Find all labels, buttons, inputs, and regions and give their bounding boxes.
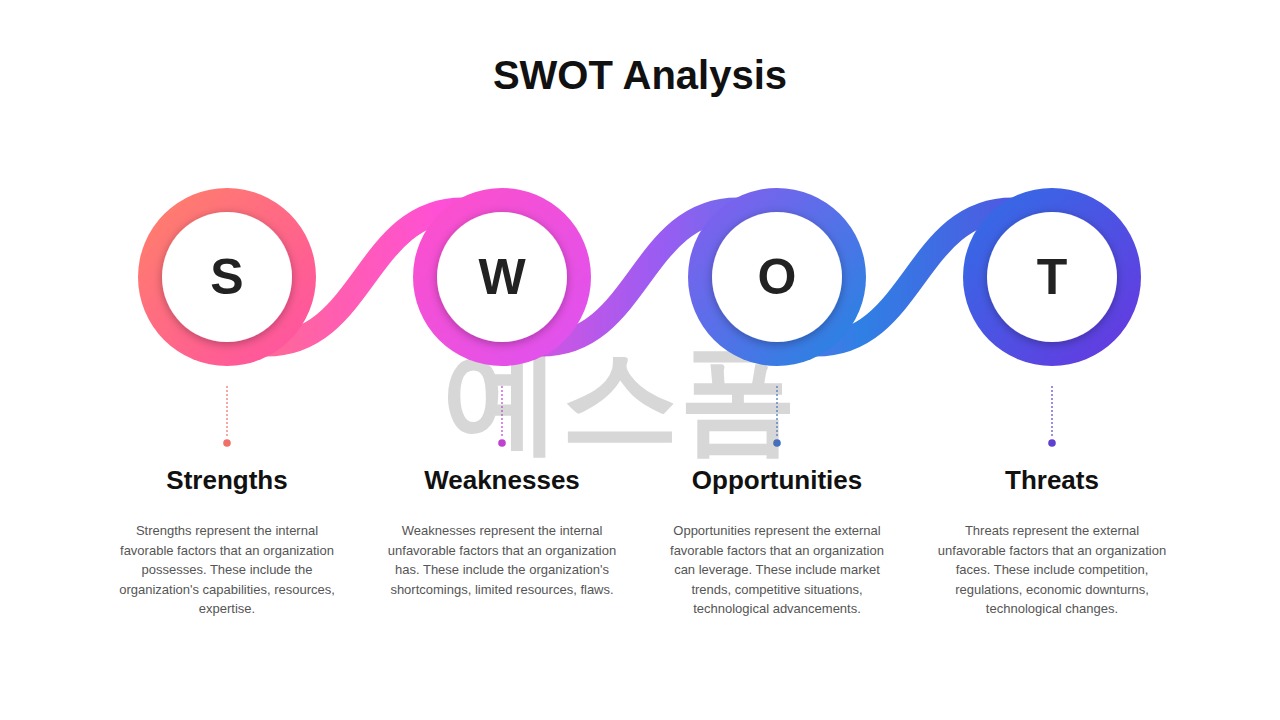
circle-letter: O <box>758 252 797 302</box>
section-description: Opportunities represent the external fav… <box>659 521 895 619</box>
section-heading: Opportunities <box>692 465 862 496</box>
circle-letter: T <box>1037 252 1068 302</box>
swot-circle: S <box>137 187 317 367</box>
leader-line <box>223 386 231 447</box>
circle-letter: S <box>210 252 243 302</box>
diagram-title: SWOT Analysis <box>493 53 787 98</box>
section-description: Threats represent the external unfavorab… <box>934 521 1170 619</box>
swot-circle: T <box>962 187 1142 367</box>
section-heading: Weaknesses <box>424 465 580 496</box>
section-heading: Strengths <box>166 465 287 496</box>
ribbon-connectors <box>266 209 1013 344</box>
leader-line <box>1048 386 1056 447</box>
section-heading: Threats <box>1005 465 1099 496</box>
section-description: Strengths represent the internal favorab… <box>109 521 345 619</box>
swot-circle: W <box>412 187 592 367</box>
swot-circle: O <box>687 187 867 367</box>
section-description: Weaknesses represent the internal unfavo… <box>384 521 620 599</box>
circle-letter: W <box>478 252 525 302</box>
